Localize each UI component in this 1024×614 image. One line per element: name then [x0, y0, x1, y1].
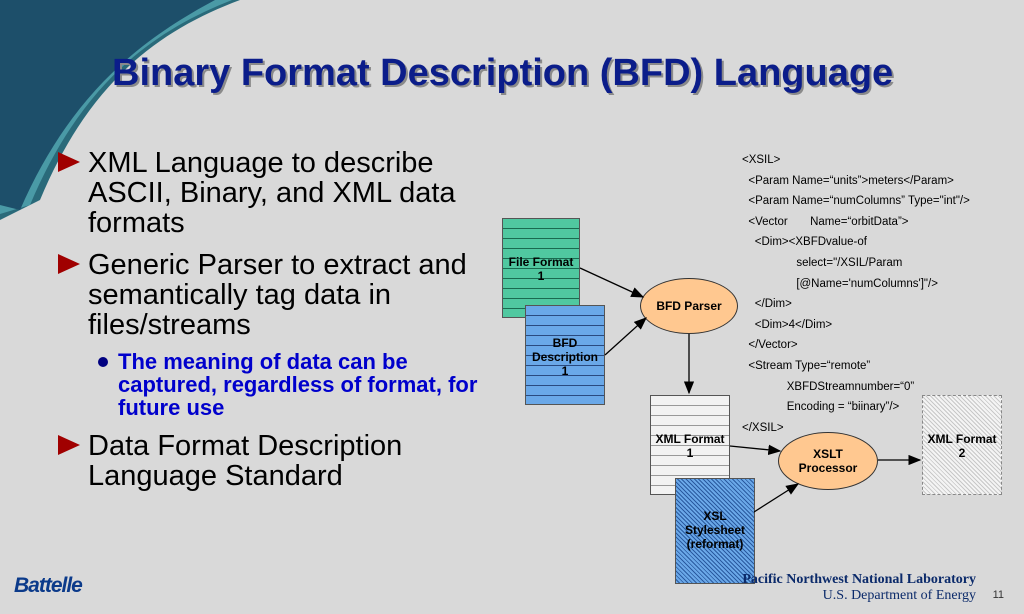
bullet-text: Data Format Description Language Standar…: [88, 430, 403, 492]
code-line: <Stream Type=“remote”: [742, 359, 871, 372]
bfd-parser-label: BFD Parser: [656, 299, 722, 313]
bfd-description-box: BFD Description 1: [525, 305, 605, 405]
code-line: Encoding = “biinary”/>: [742, 401, 900, 414]
bullet-item: XML Language to describe ASCII, Binary, …: [58, 148, 498, 238]
bullet-dot-icon: [98, 357, 108, 367]
slide-title: Binary Format Description (BFD) Language: [112, 52, 894, 94]
code-line: <Param Name=“numColumns” Type="int"/>: [742, 195, 970, 208]
bullet-text: Generic Parser to extract and semantical…: [88, 249, 467, 341]
bullet-arrow-icon: [58, 152, 80, 172]
bullet-arrow-icon: [58, 254, 80, 274]
pnnl-footer: Pacific Northwest National Laboratory U.…: [742, 572, 976, 604]
sub-bullet-text: The meaning of data can be captured, reg…: [118, 349, 478, 420]
xml-code-listing: <XSIL> <Param Name=“units”>meters</Param…: [742, 150, 970, 438]
xml-format-1-label: XML Format 1: [655, 432, 725, 460]
arrow-xsl-to-xslt: [753, 483, 800, 513]
xml-format-2-box: XML Format 2: [922, 395, 1002, 495]
bullet-item: Data Format Description Language Standar…: [58, 431, 498, 491]
bfd-description-label: BFD Description 1: [531, 336, 598, 378]
xsl-stylesheet-box: XSL Stylesheet (reformat): [675, 478, 755, 584]
file-format-box: File Format 1: [502, 218, 580, 318]
xslt-processor-label: XSLT Processor: [798, 447, 858, 475]
code-line: <Param Name=“units”>meters</Param>: [742, 174, 954, 187]
decorative-swoosh: [0, 0, 240, 220]
dept-name: U.S. Department of Energy: [822, 588, 976, 603]
page-number: 11: [992, 589, 1004, 601]
bullet-list: XML Language to describe ASCII, Binary, …: [58, 148, 498, 503]
bfd-parser-ellipse: BFD Parser: [640, 278, 738, 334]
code-line: </Dim>: [742, 298, 792, 311]
code-line: </XSIL>: [742, 421, 784, 434]
code-line: select="/XSIL/Param: [742, 256, 903, 269]
code-line: XBFDStreamnumber=“0”: [742, 380, 915, 393]
code-line: <Dim>4</Dim>: [742, 318, 833, 331]
xml-format-2-label: XML Format 2: [927, 432, 997, 460]
bullet-arrow-icon: [58, 435, 80, 455]
arrow-desc-to-parser: [604, 317, 647, 356]
code-line: <Dim><XBFDvalue-of: [742, 236, 867, 249]
bullet-text: XML Language to describe ASCII, Binary, …: [88, 147, 456, 239]
code-line: </Vector>: [742, 339, 798, 352]
battelle-logo: Battelle: [14, 574, 83, 597]
code-line: <XSIL>: [742, 154, 781, 166]
file-format-label: File Format 1: [508, 255, 574, 283]
code-line: <Vector Name=“orbitData”>: [742, 215, 909, 228]
arrow-xml1-to-xslt: [729, 444, 782, 456]
code-line: [@Name='numColumns']"/>: [742, 277, 938, 290]
xslt-processor-ellipse: XSLT Processor: [778, 432, 878, 490]
lab-name: Pacific Northwest National Laboratory: [742, 572, 976, 587]
arrow-file-to-parser: [579, 267, 645, 298]
xsl-stylesheet-label: XSL Stylesheet (reformat): [684, 509, 746, 551]
bullet-item: Generic Parser to extract and semantical…: [58, 250, 498, 340]
sub-bullet-item: The meaning of data can be captured, reg…: [96, 350, 498, 419]
